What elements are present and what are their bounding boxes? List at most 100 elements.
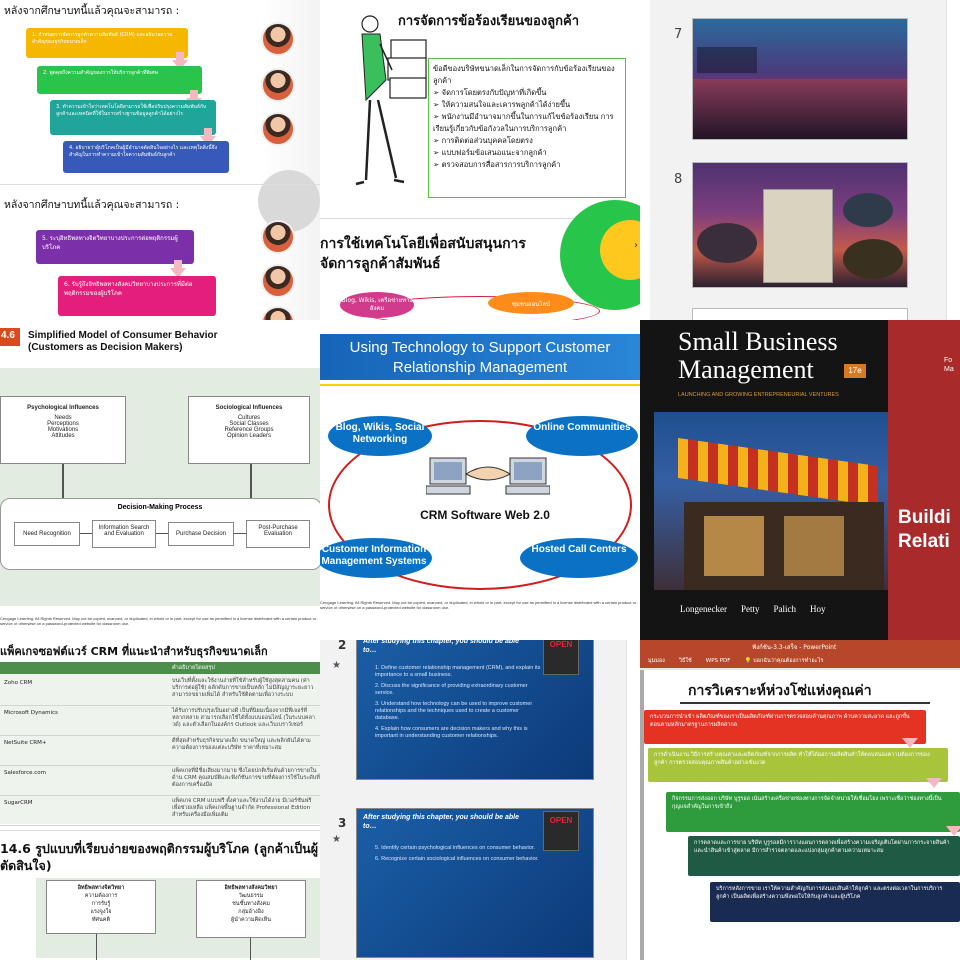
influence-item: การรับรู้ — [91, 901, 111, 907]
open-sign-icon: OPEN — [543, 640, 579, 675]
process-step-3: Purchase Decision — [168, 522, 234, 546]
window-light — [704, 516, 764, 576]
figure-badge: 4.6 — [0, 328, 20, 346]
influence-item: กลุ่มอ้างอิง — [238, 909, 264, 915]
objective-item: 5. Identify certain psychological influe… — [375, 845, 535, 851]
down-arrow-icon — [190, 90, 198, 98]
slide-crm-packages: แพ็คเกจซอฟต์แวร์ CRM ที่แนะนำสำหรับธุรกิ… — [0, 640, 320, 960]
slide-divider — [0, 830, 320, 831]
thumbnail-heading: After studying this chapter, you should … — [363, 814, 519, 830]
slide-thumbnail-3[interactable]: After studying this chapter, you should … — [356, 808, 594, 958]
powerpoint-window: ฟังก์ชัน-3.3-เสร็จ - PowerPoint มุมมอง ว… — [640, 640, 960, 960]
person-carrying-boxes-illustration — [355, 15, 427, 186]
authors: Longenecker Petty Palich Hoy — [680, 604, 880, 614]
slide-thumbnail-9[interactable] — [692, 308, 908, 320]
author-name: Palich — [773, 604, 797, 614]
influence-item: Social Classes — [229, 421, 269, 427]
star-icon: ★ — [332, 660, 341, 671]
slide-number: 8 — [674, 172, 683, 187]
advantage-item: ➢ การติดต่อส่วนบุคคลโดยตรง — [433, 136, 533, 145]
down-arrow-icon — [902, 738, 918, 748]
connector-line — [250, 938, 251, 960]
objective-item: 2. Discuss the significance of providing… — [375, 683, 528, 696]
influence-item: ชนชั้นทางสังคม — [232, 901, 270, 907]
influence-item: ทัศนคติ — [91, 917, 111, 923]
slide-thumbnail-panel: 7 8 — [640, 0, 960, 320]
slide-divider — [0, 184, 320, 185]
objective-item: 3. Understand how technology can be used… — [375, 701, 533, 721]
table-row: NetSuite CRM+ดีที่สุดสำหรับธุรกิจขนาดเล็… — [0, 736, 320, 766]
value-chain-step-4: การตลาดและการขาย บริษัท บูรูรอลมีการวางแ… — [688, 836, 960, 876]
map-image — [763, 189, 833, 283]
value-chain-step-5: บริการหลังการขาย เราให้ความสำคัญกับการส่… — [710, 882, 960, 922]
scrollbar[interactable] — [626, 640, 640, 960]
box-title: Sociological Influences — [215, 405, 283, 411]
photo-circle — [843, 239, 903, 279]
slide-title-2: การใช้เทคโนโลยีเพื่อสนับสนุนการจัดการลูก… — [320, 236, 526, 272]
box-title: อิทธิพลทางสังคมวิทยา — [224, 885, 278, 891]
figure-title: Simplified Model of Consumer Behavior (C… — [28, 330, 218, 353]
table-cell: ได้รับการปรับปรุงเป็นอย่างดี เป็นที่นิยม… — [172, 708, 316, 728]
advantage-item: ➢ จัดการโดยตรงกับปัญหาที่เกิดขึ้น — [433, 88, 547, 97]
slide-divider — [320, 218, 640, 219]
tell-me-search[interactable]: 💡 บอกฉันว่าคุณต้องการทำอะไร — [744, 658, 824, 664]
down-arrow-icon — [176, 52, 184, 60]
slide-thumbnail-2[interactable]: After studying this chapter, you should … — [356, 640, 594, 780]
side-panel-heading: Buildi Relati — [898, 507, 951, 552]
crm-oval — [328, 420, 632, 590]
scrollbar[interactable] — [946, 0, 960, 320]
window-title: ฟังก์ชัน-3.3-เสร็จ - PowerPoint — [752, 644, 837, 651]
advantage-item: ➢ พนักงานมีอำนาจมากขึ้นในการแก้ไขข้อร้อง… — [433, 112, 614, 133]
advantage-item: ➢ ตรวจสอบการสื่อสารการบริการลูกค้า — [433, 160, 561, 169]
socio-influences-box: Sociological Influences Cultures Social … — [188, 396, 310, 464]
psych-influences-box: Psychological Influences Needs Perceptio… — [0, 396, 126, 464]
column-header: คำอธิบายโดยสรุป — [172, 665, 215, 671]
objective-item: 6. Recognize certain sociological influe… — [375, 856, 539, 862]
objectives-heading-2: หลังจากศึกษาบทนี้แล้วคุณจะสามารถ : — [4, 199, 180, 211]
influence-item: Motivations — [47, 427, 79, 433]
advantages-box: ข้อดีของบริษัทขนาดเล็กในการจัดการกับข้อร… — [428, 58, 626, 198]
ribbon-tab[interactable]: WPS PDF — [705, 658, 731, 664]
online-community-pill: ชุมชนออนไลน์ — [488, 292, 574, 314]
handshake-computers-icon — [426, 457, 550, 495]
objectives-heading: หลังจากศึกษาบทนี้แล้วคุณจะสามารถ : — [4, 5, 180, 17]
photo-circle — [843, 193, 893, 227]
title-underline — [680, 702, 930, 704]
blog-wikis-node: Blog, Wikis, Social Networking — [328, 416, 432, 456]
process-step-4: Post-Purchase Evaluation — [246, 520, 310, 548]
objective-box-3: 3. ทำความเข้าใจว่าเทคโนโลยีสามารถใช้เพื่… — [50, 100, 216, 135]
process-title: Decision-Making Process — [117, 504, 203, 511]
avatar — [261, 112, 295, 146]
open-sign-icon: OPEN — [543, 811, 579, 851]
value-chain-step-2: การดำเนินงาน วิธีการสร้างคุณค่าและผลิตภั… — [648, 748, 948, 782]
slide-thumbnail-8[interactable] — [692, 162, 908, 288]
down-arrow-icon — [174, 260, 182, 268]
awning — [678, 437, 878, 507]
table-cell: แพ็คเกจที่มีชื่อเสียงมากมาย ซึ่งโดยปกติเ… — [172, 768, 320, 788]
down-arrow-icon — [170, 268, 186, 278]
psych-influences-box: อิทธิพลทางจิตวิทยา ความต้องการ การรับรู้… — [46, 880, 156, 934]
influence-item: วัฒนธรรม — [238, 893, 264, 899]
chevron-right-icon[interactable]: › — [634, 240, 638, 251]
slide-thumbnail-7[interactable] — [692, 18, 908, 140]
arrow-right-icon — [80, 533, 92, 534]
advantage-item: ➢ ให้ความสนใจและเคารพลูกค้าได้ง่ายขึ้น — [433, 100, 571, 109]
book-cover-slide: Small Business Management 17e LAUNCHING … — [640, 320, 960, 640]
road-image — [693, 79, 907, 139]
objective-box-1: 1. กำหนดการจัดการลูกค้าความสัมพันธ์ (CRM… — [26, 28, 188, 58]
down-arrow-icon — [172, 60, 188, 70]
process-step-1: Need Recognition — [14, 522, 80, 546]
book-title: Small Business Management — [678, 327, 838, 384]
cover-photo — [654, 412, 888, 590]
down-arrow-icon — [926, 778, 942, 788]
down-arrow-icon — [204, 128, 212, 136]
decor-yellow-circle — [600, 220, 640, 280]
table-cell: SugarCRM — [4, 800, 33, 806]
ribbon-tab[interactable]: วิธีใช้ — [678, 658, 692, 664]
influence-item: Reference Groups — [224, 427, 274, 433]
arrow-right-icon — [156, 533, 168, 534]
ribbon-tab[interactable]: มุมมอง — [648, 658, 665, 664]
copyright-footer: Cengage Learning. All Rights Reserved. M… — [320, 600, 637, 610]
slide-title-2: 14.6 รูปแบบที่เรียบง่ายของพฤติกรรมผู้บริ… — [0, 841, 319, 873]
